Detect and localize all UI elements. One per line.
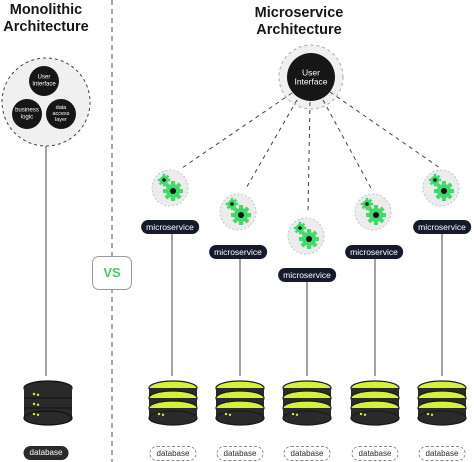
microservice-gear-icon-1 <box>152 170 188 206</box>
microservice-gear-icon-5 <box>423 170 459 206</box>
database-label-1: database <box>149 446 197 461</box>
microservice-label-5: microservice <box>413 220 471 234</box>
micro-ui-label: User Interface <box>294 67 328 87</box>
database-icon-3 <box>282 380 332 426</box>
microservice-gear-icon-4 <box>355 194 391 230</box>
monolith-business-label: business logic <box>15 107 39 120</box>
monolith-database-icon <box>23 380 73 426</box>
service-connectors <box>171 234 443 376</box>
microservice-gear-icon-2 <box>220 194 256 230</box>
monolith-data-label: data access layer <box>52 104 70 124</box>
database-icon-2 <box>215 380 265 426</box>
database-icon-1 <box>148 380 198 426</box>
micro-ui-node <box>287 53 335 101</box>
microservice-label-1: microservice <box>141 220 199 234</box>
microservice-label-2: microservice <box>209 245 267 259</box>
microservice-label-4: microservice <box>345 245 403 259</box>
monolith-ui-label: User Interface <box>32 74 56 87</box>
microservice-gear-icon-3 <box>288 218 324 254</box>
microservice-title: Microservice Architecture <box>254 5 344 38</box>
monolith-database-label: database <box>23 446 69 460</box>
database-label-4: database <box>351 446 399 461</box>
monolith-business-node <box>12 99 42 129</box>
vs-badge: VS <box>92 256 132 290</box>
monolith-ui-node <box>29 66 59 96</box>
database-label-5: database <box>418 446 466 461</box>
database-label-2: database <box>216 446 264 461</box>
monolithic-title: Monolithic Architecture <box>3 2 89 35</box>
ui-connectors <box>181 91 441 213</box>
database-icon-4 <box>350 380 400 426</box>
microservice-label-3: microservice <box>278 268 336 282</box>
database-icon-5 <box>417 380 467 426</box>
database-label-3: database <box>283 446 331 461</box>
monolith-data-node <box>46 99 76 129</box>
